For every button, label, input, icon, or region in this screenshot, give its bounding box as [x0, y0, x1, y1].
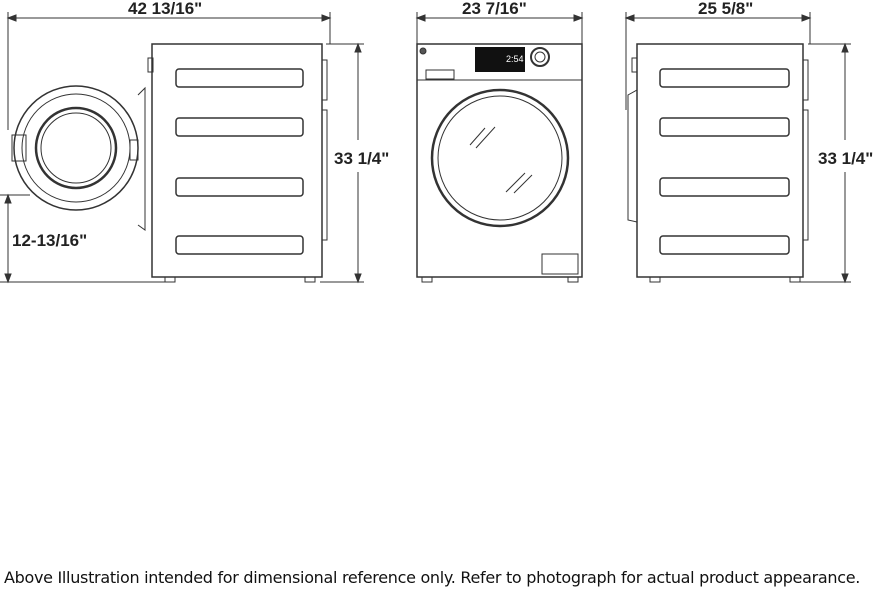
- height-right-label: 33 1/4": [818, 149, 873, 168]
- depth-door-open-label: 42 13/16": [128, 0, 202, 18]
- control-display: [475, 47, 525, 72]
- width-label: 23 7/16": [462, 0, 527, 18]
- cycle-knob: [530, 47, 550, 67]
- side-view: 25 5/8" 33 1/4": [624, 0, 873, 284]
- depth-label: 25 5/8": [698, 0, 753, 18]
- door-height-label: 12-13/16": [12, 231, 87, 250]
- disclaimer-caption: Above Illustration intended for dimensio…: [4, 568, 861, 587]
- side-view-door-open: 42 13/16" 12-13/16" 33 1/4": [0, 0, 389, 284]
- height-side-label: 33 1/4": [334, 149, 389, 168]
- display-readout: 2:54: [506, 54, 524, 64]
- front-view: 23 7/16" 2:54: [415, 0, 584, 283]
